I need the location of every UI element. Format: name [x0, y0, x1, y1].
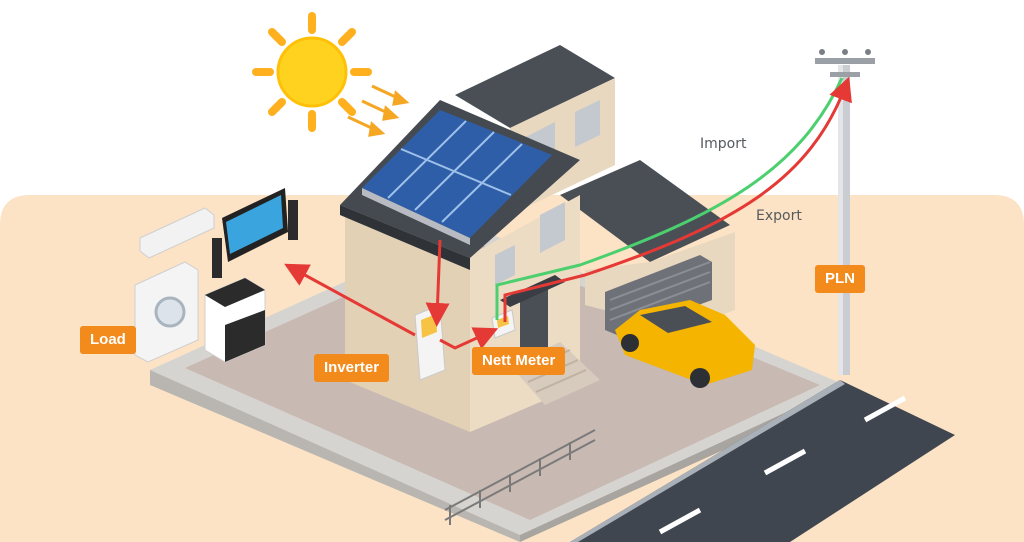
car-icon — [615, 300, 755, 388]
air-conditioner-icon — [139, 207, 215, 259]
import-label: Import — [700, 136, 747, 152]
load-label: Load — [80, 326, 136, 354]
panel-to-inverter-line — [425, 239, 450, 327]
solar-panel-icon — [362, 110, 552, 245]
export-label: Export — [756, 208, 802, 224]
inverter-icon — [414, 304, 446, 381]
washing-machine-icon — [134, 261, 199, 363]
inverter-to-load-line — [284, 263, 416, 337]
nett-meter-label: Nett Meter — [472, 347, 566, 375]
inverter-label: Inverter — [314, 354, 390, 382]
stove-icon — [204, 277, 266, 363]
pln-label: PLN — [815, 265, 865, 293]
sunlight-arrows — [347, 84, 410, 137]
power-pole-icon — [815, 49, 875, 375]
inverter-to-meter-line — [439, 327, 499, 350]
import-line — [495, 77, 844, 320]
sun-icon — [252, 12, 372, 132]
export-line — [503, 76, 852, 322]
fence — [444, 429, 596, 525]
road — [570, 380, 955, 542]
tv-icon — [212, 188, 298, 278]
